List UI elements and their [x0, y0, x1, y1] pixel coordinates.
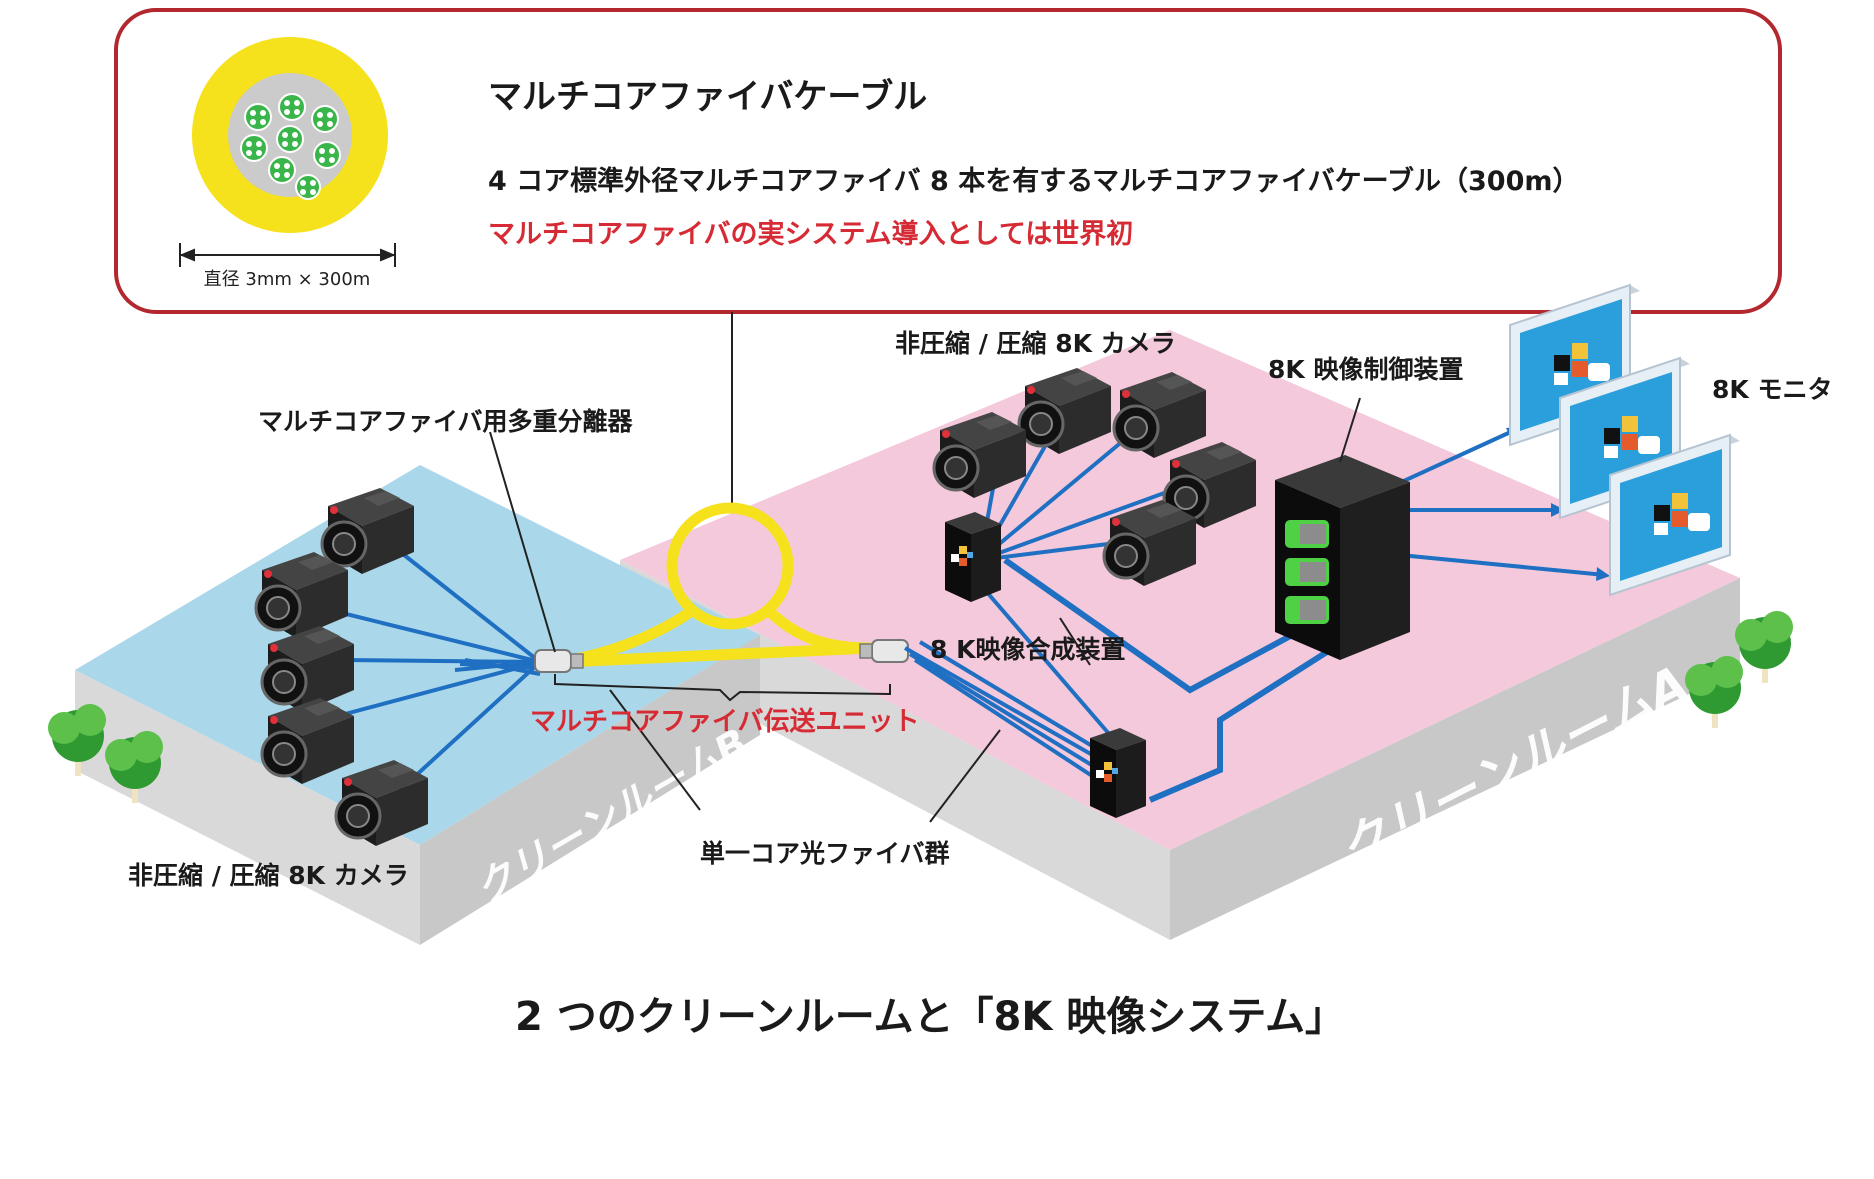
- synth-device-icon: [1090, 728, 1146, 818]
- demux-connector-b: [534, 649, 584, 673]
- camera-group-a-label: 非圧縮 / 圧縮 8K カメラ: [895, 329, 1176, 358]
- header-frame: [114, 8, 1782, 314]
- clean-room-b: [75, 465, 760, 945]
- callout-lines: [489, 397, 1361, 823]
- diameter-label: 直径 3mm × 300m: [204, 269, 371, 290]
- demux-label: マルチコアファイバ用多重分離器: [258, 407, 634, 436]
- video-control-label: 8K 映像制御装置: [1268, 355, 1463, 384]
- tree-icon: [1735, 611, 1793, 683]
- video-control-server-icon: [1275, 455, 1410, 660]
- figure-caption: 2 つのクリーンルームと「8K 映像システム」: [515, 994, 1345, 1040]
- diameter-dimension: [179, 243, 396, 267]
- camera-group-b-label: 非圧縮 / 圧縮 8K カメラ: [128, 861, 409, 890]
- cable-cross-section-icon: [192, 37, 388, 233]
- single-core-label: 単一コア光ファイバ群: [700, 839, 950, 868]
- header-highlight: マルチコアファイバの実システム導入としては世界初: [488, 218, 1133, 250]
- demux-connector-a: [859, 639, 909, 663]
- synth-label: 8 K映像合成装置: [930, 635, 1125, 664]
- header-title: マルチコアファイバケーブル: [488, 77, 927, 117]
- tree-icon: [1685, 656, 1743, 728]
- transmission-unit-label: マルチコアファイバ伝送ユニット: [530, 707, 919, 737]
- encoder-icon: [945, 512, 1001, 602]
- monitor-label: 8K モニタ: [1712, 375, 1832, 404]
- header-description: 4 コア標準外径マルチコアファイバ 8 本を有するマルチコアファイバケーブル（3…: [488, 165, 1580, 197]
- fibers-room-b: [329, 538, 542, 792]
- transmission-unit-bracket: [554, 674, 891, 702]
